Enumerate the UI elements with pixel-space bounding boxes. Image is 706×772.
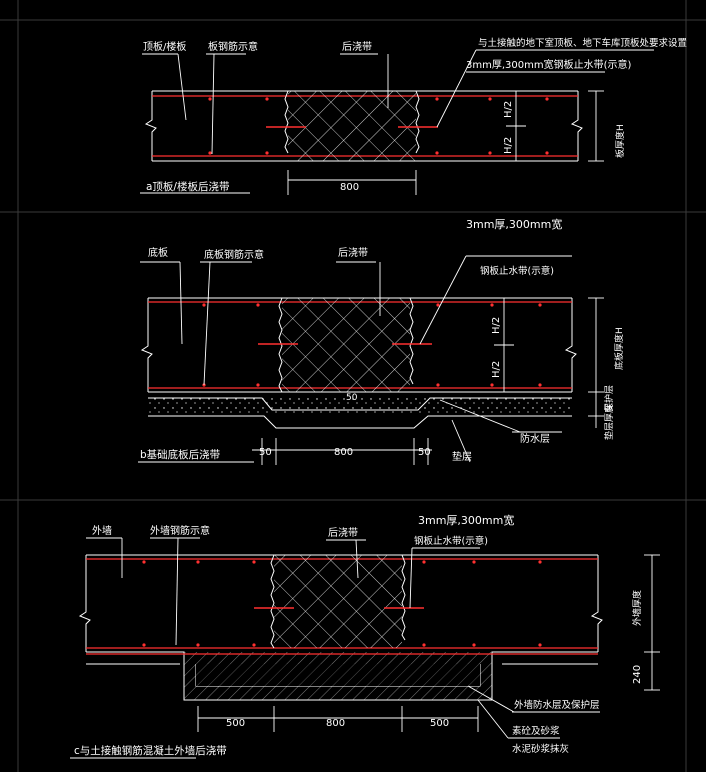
label-wall: 外墙 bbox=[92, 524, 112, 537]
cushion-b: 垫层 bbox=[452, 450, 472, 463]
section-c-title: c与土接触钢筋混凝土外墙后浇带 bbox=[74, 744, 227, 757]
cushion-thk-b: 垫层厚度 bbox=[603, 404, 615, 440]
half-bottom: H/2 bbox=[503, 137, 514, 154]
thickness-b: 底板厚度H bbox=[613, 327, 625, 370]
waterstop-b: 钢板止水带(示意) bbox=[480, 265, 554, 277]
half-top: H/2 bbox=[503, 101, 514, 118]
half-bottom-b: H/2 bbox=[491, 361, 502, 378]
label-rebar-c: 外墙钢筋示意 bbox=[150, 524, 210, 537]
waterstop-c: 钢板止水带(示意) bbox=[414, 535, 488, 547]
note-top: 与土接触的地下室顶板、地下车库顶板处要求设置 bbox=[478, 37, 687, 49]
section-b-title: b基础底板后浇带 bbox=[140, 448, 220, 461]
dim-step-b: 50 bbox=[346, 393, 358, 403]
protect-1-c: 外墙防水层及保护层 bbox=[514, 699, 600, 711]
waterstop-note: 3mm厚,300mm宽钢板止水带(示意) bbox=[466, 58, 631, 71]
thickness: 板厚度H bbox=[614, 124, 626, 158]
protect-3-c: 水泥砂浆抹灰 bbox=[512, 743, 569, 755]
section-a-title: a顶板/楼板后浇带 bbox=[146, 180, 229, 193]
dim-left-b: 50 bbox=[259, 447, 272, 458]
dim-left-c: 500 bbox=[226, 718, 245, 729]
thickness-c: 外墙厚度 bbox=[631, 590, 643, 626]
label-bottom-slab: 底板 bbox=[148, 246, 168, 259]
label-rebar-b: 底板钢筋示意 bbox=[204, 248, 264, 261]
dim-right-b: 50 bbox=[418, 447, 431, 458]
half-top-b: H/2 bbox=[491, 317, 502, 334]
depth-c: 240 bbox=[632, 665, 643, 684]
label-post-pour-b: 后浇带 bbox=[338, 246, 368, 259]
dim-middle-b: 800 bbox=[334, 447, 353, 458]
section-b: 底板 底板钢筋示意 后浇带 3mm厚,300mm宽 钢板止水带(示意) H/2 … bbox=[138, 217, 625, 465]
label-rebar: 板钢筋示意 bbox=[208, 40, 258, 53]
label-slab: 顶板/楼板 bbox=[143, 40, 186, 53]
protective-b: 保护层 bbox=[603, 385, 615, 412]
protect-2-c: 素砼及砂浆 bbox=[512, 725, 560, 737]
waterstop-spec-c: 3mm厚,300mm宽 bbox=[418, 513, 514, 527]
label-post-pour-c: 后浇带 bbox=[328, 526, 358, 539]
section-a: 顶板/楼板 板钢筋示意 后浇带 与土接触的地下室顶板、地下车库顶板处要求设置 3… bbox=[140, 37, 687, 195]
dim-right-c: 500 bbox=[430, 718, 449, 729]
section-c: 外墙 外墙钢筋示意 后浇带 3mm厚,300mm宽 钢板止水带(示意) 外墙厚度… bbox=[70, 513, 660, 759]
dim-middle-c: 800 bbox=[326, 718, 345, 729]
label-post-pour-strip: 后浇带 bbox=[342, 40, 372, 53]
waterstop-spec-b: 3mm厚,300mm宽 bbox=[466, 217, 562, 231]
waterproof-b: 防水层 bbox=[520, 432, 550, 445]
dim-strip-width: 800 bbox=[340, 182, 359, 193]
